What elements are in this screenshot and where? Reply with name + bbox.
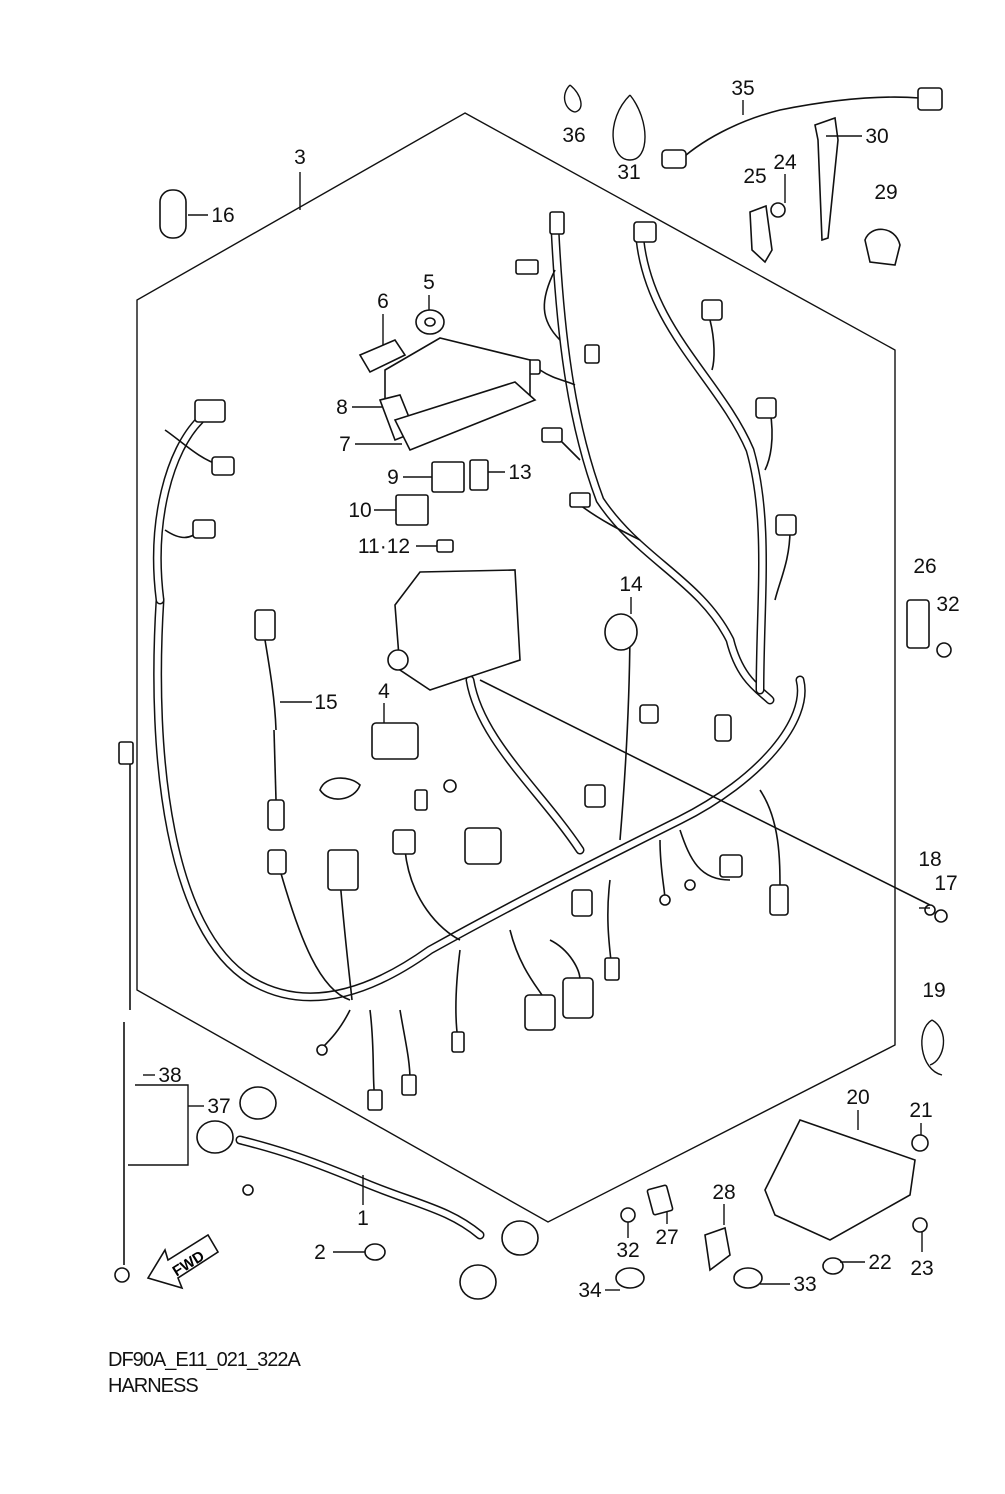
connectors	[114, 211, 797, 1283]
callout-34: 34	[578, 1279, 602, 1302]
leader-lines	[143, 100, 930, 1291]
diagram-caption: DF90A_E11_021_322A HARNESS	[108, 1347, 301, 1399]
callout-37: 37	[207, 1095, 230, 1118]
callout-10: 10	[348, 499, 371, 522]
fwd-arrow: FWD	[146, 1233, 220, 1290]
callout-18: 18	[918, 848, 941, 871]
callout-32: 32	[936, 593, 959, 616]
callout-38: 38	[158, 1064, 181, 1087]
callout-labels: 1 2 3 4 5 6 7 8 9 10 11·12 13 14 15 16 1…	[158, 77, 959, 1302]
callout-29: 29	[874, 181, 897, 204]
callout-22: 22	[868, 1251, 891, 1274]
callout-5: 5	[423, 271, 435, 294]
callout-17: 17	[934, 872, 957, 895]
callout-3: 3	[294, 146, 306, 169]
assembly-frame	[136, 112, 896, 1223]
ground-lead	[196, 1086, 539, 1300]
callout-23: 23	[910, 1257, 933, 1280]
main-harness	[123, 225, 931, 1265]
callout-1: 1	[357, 1207, 369, 1230]
callout-14: 14	[619, 573, 643, 596]
callout-2: 2	[314, 1241, 326, 1264]
callout-13: 13	[508, 461, 531, 484]
callout-26: 26	[913, 555, 936, 578]
callout-28: 28	[712, 1181, 735, 1204]
callout-35: 35	[731, 77, 754, 100]
callout-25: 25	[743, 165, 766, 188]
callout-4: 4	[378, 680, 390, 703]
callout-36: 36	[562, 124, 585, 147]
hardware-parts	[364, 84, 952, 1289]
callout-7: 7	[339, 433, 351, 456]
callout-11-12: 11·12	[358, 535, 410, 558]
callout-32: 32	[616, 1239, 639, 1262]
callout-8: 8	[336, 396, 348, 419]
fuse-box-parts	[159, 189, 638, 800]
callout-31: 31	[617, 161, 640, 184]
callout-6: 6	[377, 290, 389, 313]
callout-30: 30	[865, 125, 888, 148]
callout-16: 16	[211, 204, 234, 227]
callout-24: 24	[773, 151, 797, 174]
callout-20: 20	[846, 1086, 869, 1109]
callout-27: 27	[655, 1226, 678, 1249]
callout-21: 21	[909, 1099, 932, 1122]
callout-33: 33	[793, 1273, 816, 1296]
callout-19: 19	[922, 979, 945, 1002]
callout-9: 9	[387, 466, 399, 489]
diagram-code: DF90A_E11_021_322A	[108, 1349, 301, 1371]
callout-15: 15	[314, 691, 337, 714]
diagram-title: HARNESS	[108, 1375, 199, 1397]
